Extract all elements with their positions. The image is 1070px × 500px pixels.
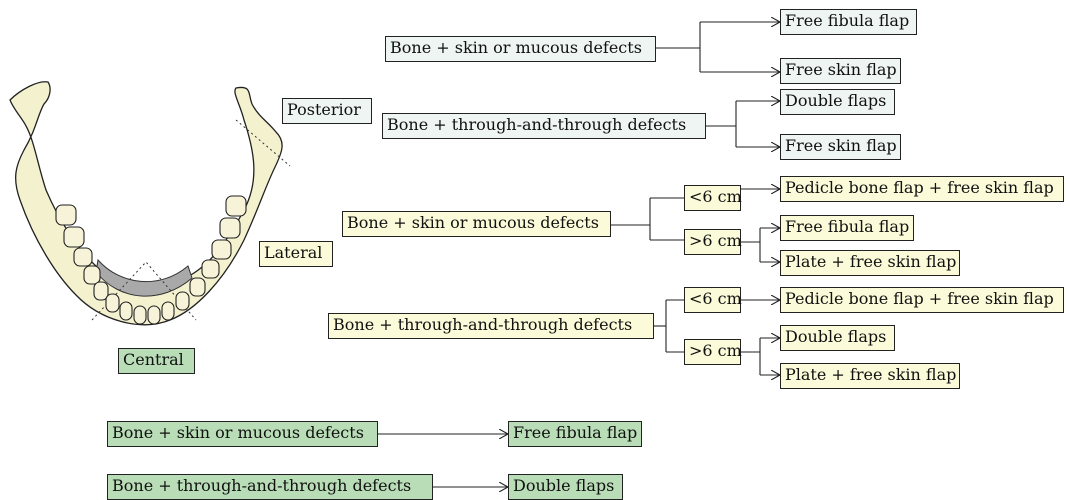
lateral-skin-gt6-option-plate: Plate + free skin flap <box>780 250 960 276</box>
lateral-skin-gt6-option-fibula: Free fibula flap <box>780 215 914 241</box>
lateral-through-lt6-option: Pedicle bone flap + free skin flap <box>780 287 1064 313</box>
lateral-through-defect: Bone + through-and-through defects <box>328 313 654 339</box>
lateral-skin-gt6: >6 cm <box>684 229 741 255</box>
lateral-skin-lt6: <6 cm <box>684 185 741 211</box>
lateral-skin-defect: Bone + skin or mucous defects <box>342 211 611 237</box>
posterior-through-option-double: Double flaps <box>780 89 895 115</box>
posterior-through-option-skin: Free skin flap <box>780 134 901 160</box>
central-through-option-double: Double flaps <box>508 474 623 500</box>
lateral-through-lt6: <6 cm <box>684 287 741 313</box>
posterior-skin-option-fibula: Free fibula flap <box>780 9 917 35</box>
central-skin-option-fibula: Free fibula flap <box>508 421 642 447</box>
lateral-skin-lt6-option: Pedicle bone flap + free skin flap <box>780 176 1064 202</box>
lateral-through-gt6: >6 cm <box>684 339 741 365</box>
lateral-through-gt6-option-plate: Plate + free skin flap <box>780 363 960 389</box>
central-skin-defect: Bone + skin or mucous defects <box>107 421 378 447</box>
central-through-defect: Bone + through-and-through defects <box>107 474 433 500</box>
lateral-through-gt6-option-double: Double flaps <box>780 325 895 351</box>
posterior-through-defect: Bone + through-and-through defects <box>382 113 706 139</box>
posterior-skin-defect: Bone + skin or mucous defects <box>385 36 656 62</box>
posterior-skin-option-skin: Free skin flap <box>780 58 901 84</box>
